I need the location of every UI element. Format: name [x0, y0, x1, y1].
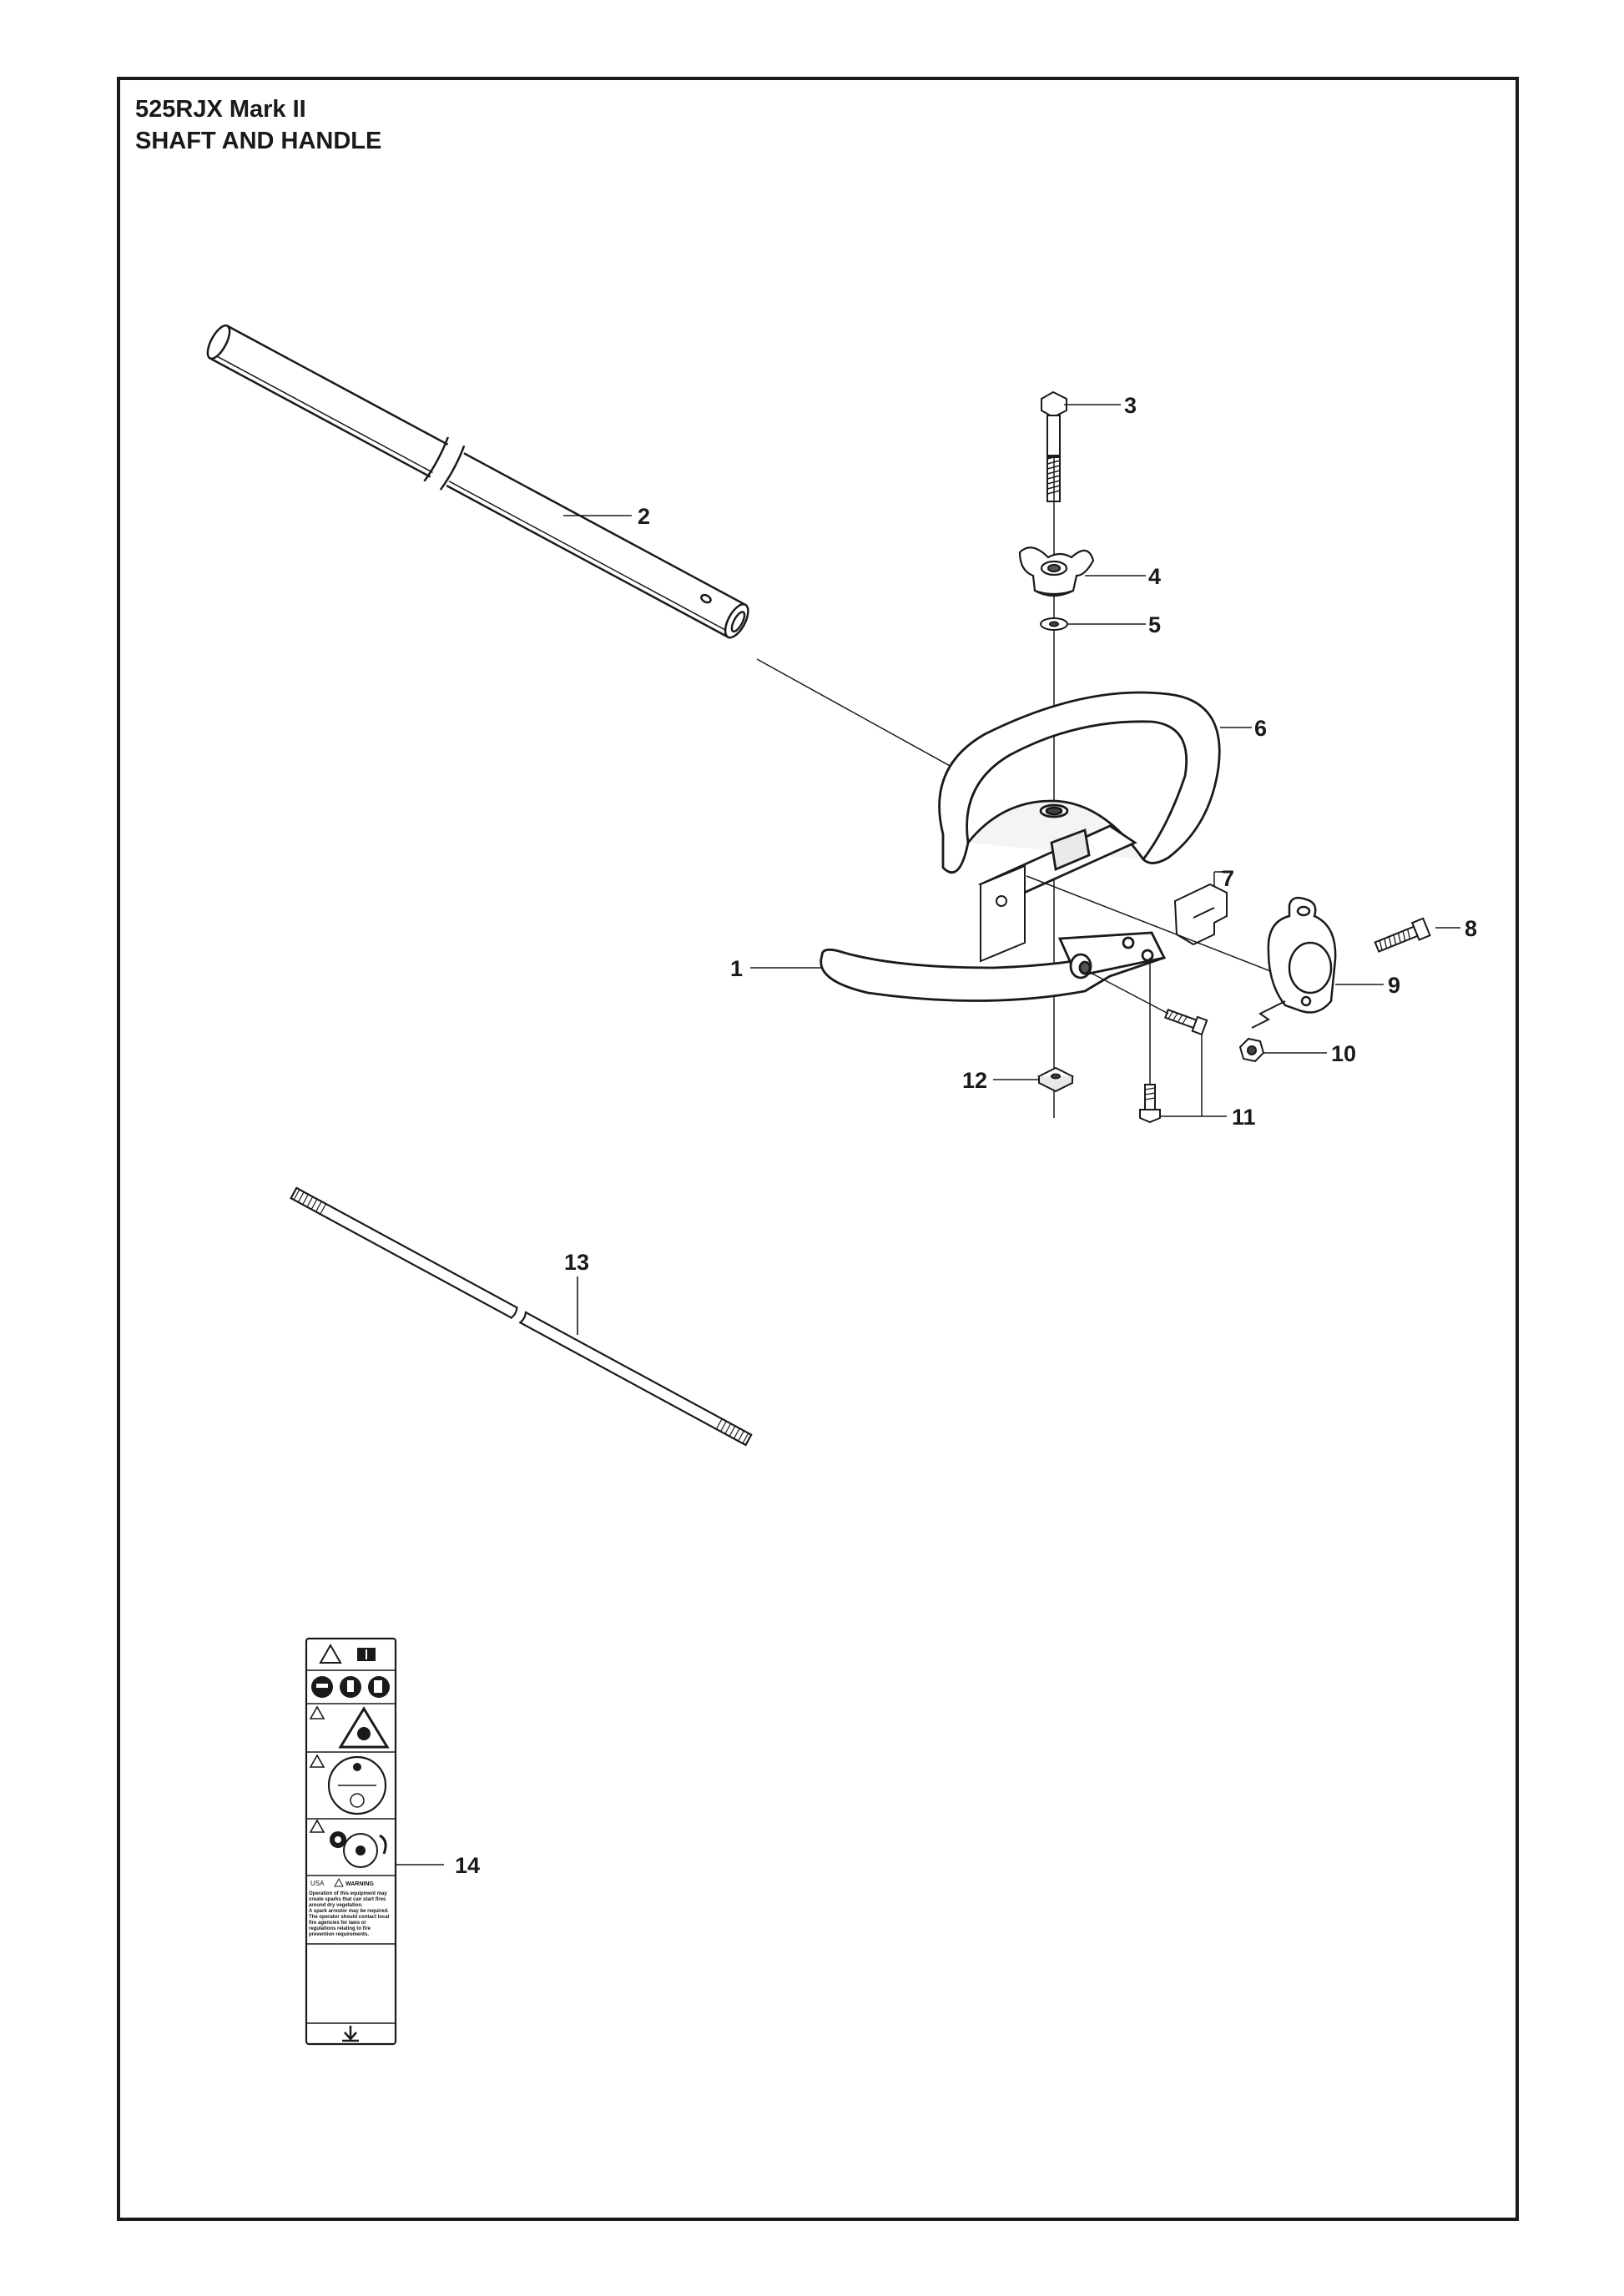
page-frame [117, 77, 1519, 2221]
warning-line: create sparks that can start fires [309, 1897, 386, 1902]
callout-6: 6 [1254, 716, 1267, 741]
callout-5: 5 [1148, 612, 1161, 637]
callout-numbers: 2 3 4 5 6 7 8 9 10 11 1 12 13 14 [455, 393, 1477, 1878]
callout-4: 4 [1148, 564, 1161, 589]
no-entry-icon [343, 1833, 378, 1868]
part-9-clamp-collar [1251, 896, 1337, 1029]
warning-line: prevention requirements. [309, 1932, 369, 1937]
part-2-shaft-tube [206, 324, 749, 639]
page-title: 525RJX Mark II SHAFT AND HANDLE [135, 93, 381, 157]
part-11-screws [1088, 958, 1227, 1124]
callout-1: 1 [730, 956, 743, 981]
warning-triangle-small-icon [309, 1705, 325, 1719]
callout-10: 10 [1331, 1041, 1356, 1066]
model-name: 525RJX Mark II [135, 96, 306, 123]
warning-line: Operation of this equipment may [309, 1891, 387, 1896]
callout-13: 13 [564, 1250, 589, 1275]
warning-line: around dry vegetation. [309, 1903, 363, 1908]
part-4-wing-knob [1018, 546, 1095, 597]
part-12-square-nut [1036, 1066, 1075, 1093]
part-10-nut [1238, 1037, 1265, 1063]
clamp-centerline [1026, 875, 1273, 973]
callout-3: 3 [1124, 393, 1137, 418]
down-arrow-icon [342, 2026, 359, 2042]
section-title: SHAFT AND HANDLE [135, 128, 382, 154]
callout-7: 7 [1222, 866, 1234, 891]
part-13-drive-shaft [290, 1186, 753, 1447]
handle-bracket-plate [980, 864, 1026, 963]
warning-triangle-icon [319, 1643, 342, 1664]
part-5-washer [1040, 617, 1068, 631]
hand-icon [379, 1834, 387, 1855]
part-8-screw [1374, 917, 1431, 953]
callout-11: 11 [1232, 1105, 1256, 1130]
part-7-clamp-block [1173, 871, 1228, 946]
label-warning-title: WARNING [345, 1881, 374, 1887]
callout-12: 12 [962, 1068, 987, 1093]
callout-8: 8 [1465, 916, 1477, 941]
warning-line: fire agencies for laws or [309, 1921, 366, 1926]
warning-line: The operator should contact local [309, 1915, 390, 1920]
part-14-warning-decal: USA WARNING Operation of this equipment … [305, 1637, 397, 2046]
leader-lines [396, 404, 1460, 1866]
warning-line: A spark arrestor may be required. [309, 1909, 389, 1914]
warning-line: regulations relating to fire [309, 1926, 371, 1931]
part-1-handle-lower [820, 931, 1167, 1002]
callout-2: 2 [638, 504, 650, 529]
part-6-handle-upper [938, 691, 1221, 903]
callout-14: 14 [455, 1853, 480, 1878]
assembly-centerline [756, 658, 969, 777]
label-usa: USA [310, 1880, 325, 1887]
part-3-bolt [1041, 390, 1067, 502]
callout-9: 9 [1388, 973, 1400, 998]
